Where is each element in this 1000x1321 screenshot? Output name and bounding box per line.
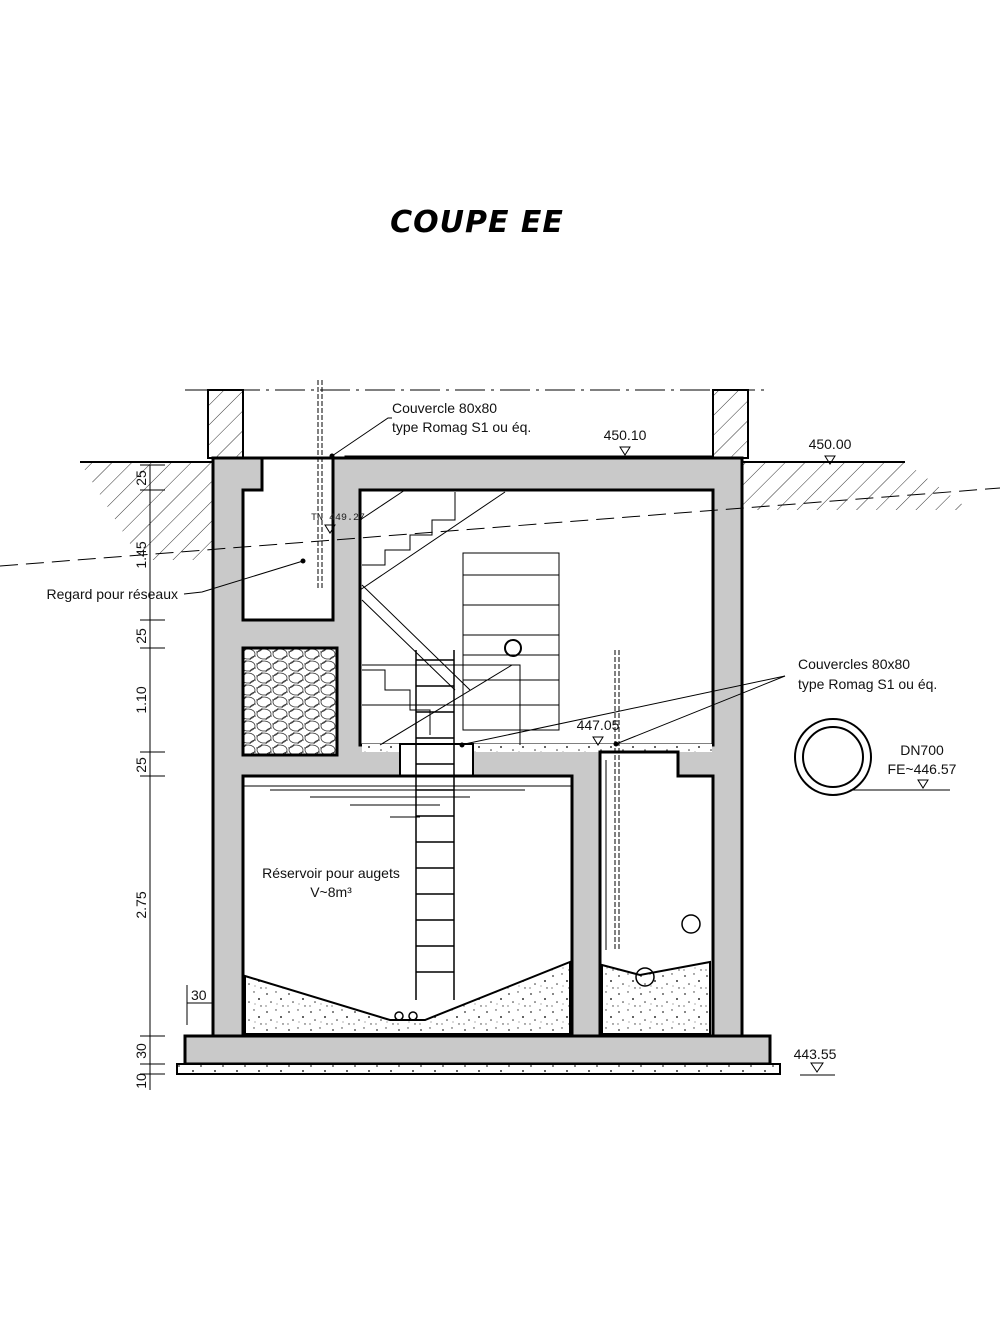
leader-lines	[183, 417, 786, 748]
groundwater-line	[0, 487, 1000, 567]
dim-label: 25	[133, 470, 149, 486]
regard-label: Regard pour réseaux	[46, 586, 178, 602]
reservoir-label: Réservoir pour augets	[262, 865, 400, 881]
dim-label: 1.10	[133, 686, 149, 713]
drawing-title: COUPE EE	[390, 205, 564, 240]
dimension-chain	[140, 464, 213, 1090]
soil-hatch	[80, 461, 970, 560]
dimension-labels: 25 1.45 25 1.10 25 2.75 30 10 30	[133, 470, 207, 1089]
stairs	[359, 489, 521, 746]
dim-label: 25	[133, 628, 149, 644]
dim-label: 1.45	[133, 541, 149, 568]
dim-label: 30	[133, 1043, 149, 1059]
reservoir-volume: V~8m³	[310, 884, 352, 900]
water-level-lines	[243, 785, 572, 818]
concrete-structure	[176, 456, 781, 1075]
dim-label-small: 30	[191, 987, 207, 1003]
cover-type-label: type Romag S1 ou éq.	[392, 419, 531, 435]
elevation-tn: TN 449.27	[311, 513, 365, 524]
pipes	[635, 718, 872, 987]
elevation-markers	[324, 446, 929, 1076]
cover-label: Couvercle 80x80	[392, 400, 497, 416]
dim-label: 10	[133, 1073, 149, 1089]
pipe-label: DN700	[900, 742, 944, 758]
elevation-cover: 450.10	[604, 427, 647, 443]
covers-label: Couvercles 80x80	[798, 656, 910, 672]
elevation-terrain: 450.00	[809, 436, 852, 452]
rack	[462, 552, 560, 731]
ladder	[394, 650, 455, 1021]
elevation-base: 443.55	[794, 1046, 837, 1062]
elevation-floor: 447.05	[577, 717, 620, 733]
pipe-level-label: FE~446.57	[888, 761, 957, 777]
side-ladder	[317, 380, 620, 950]
dim-label: 25	[133, 757, 149, 773]
covers-type-label: type Romag S1 ou éq.	[798, 676, 937, 692]
dim-label: 2.75	[133, 891, 149, 918]
